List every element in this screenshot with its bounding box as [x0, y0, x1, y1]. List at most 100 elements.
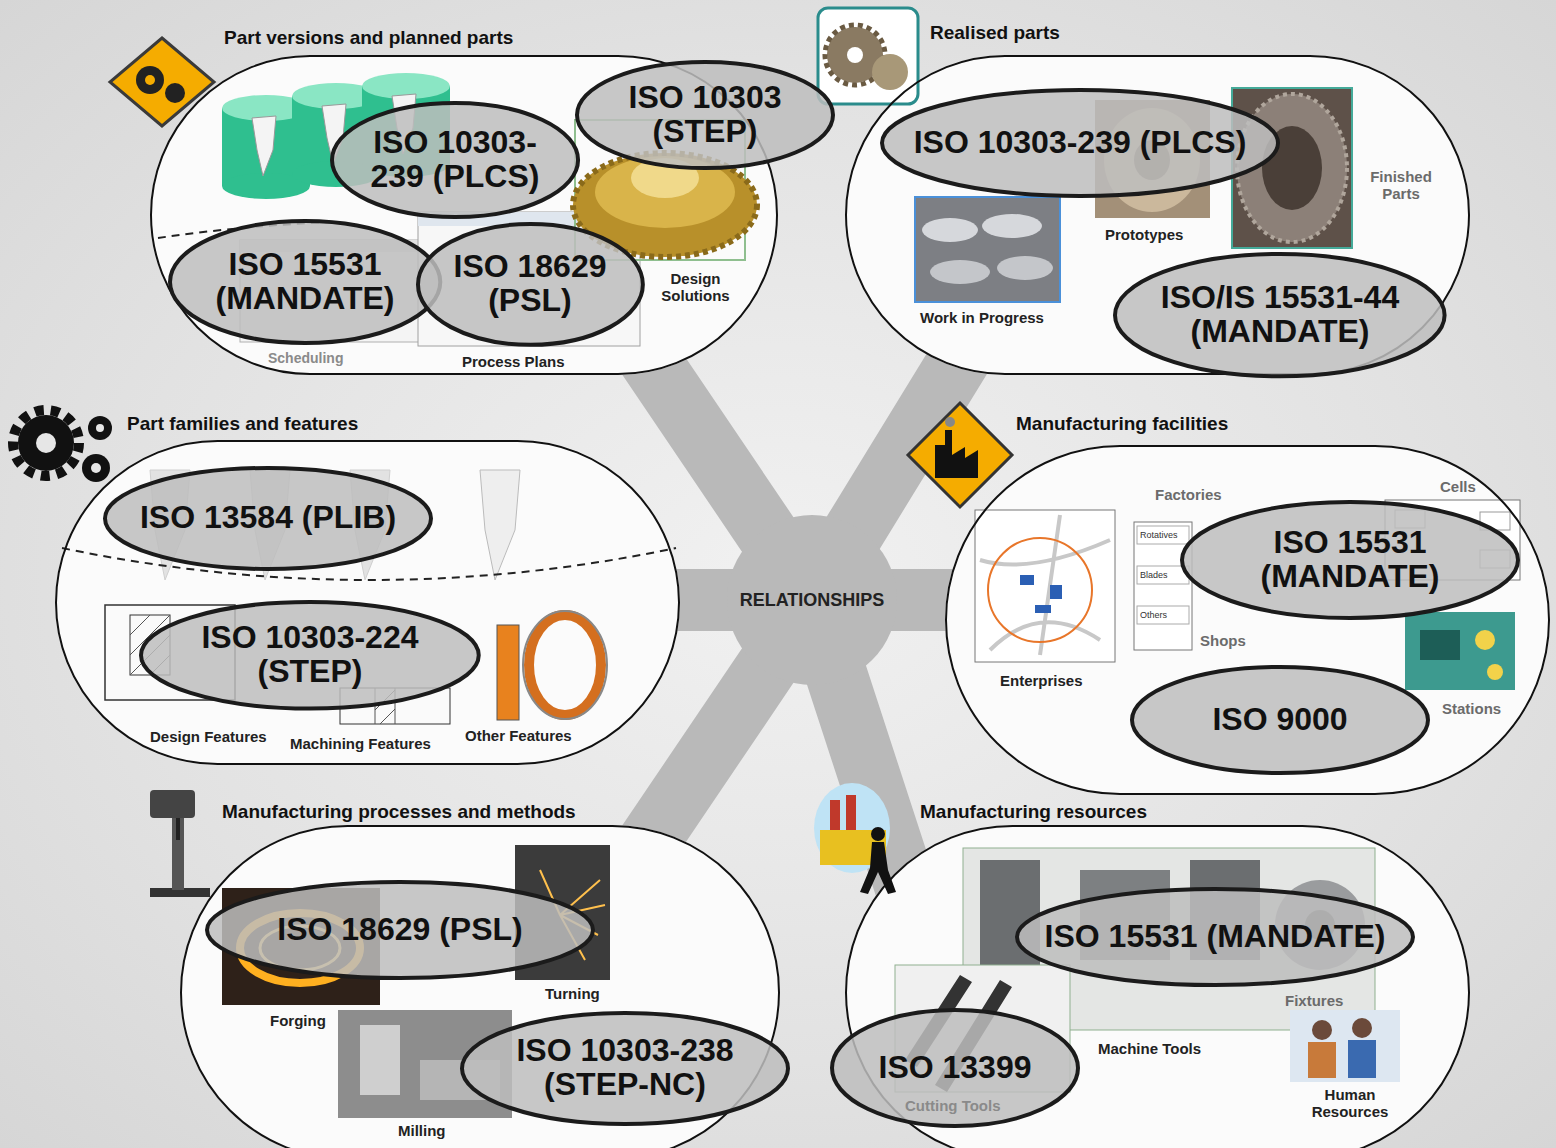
feature-section: [497, 625, 519, 720]
ring-feature: [523, 611, 607, 719]
standard-name: ISO 13399: [879, 1051, 1032, 1085]
station-picture: [1420, 630, 1460, 660]
image-caption: Other Features: [465, 727, 572, 744]
standard-ellipse-shape: [462, 1013, 788, 1124]
standard-ellipse: ISO 15531 (MANDATE): [1015, 887, 1415, 987]
standard-ellipse: ISO 18629 (PSL): [205, 880, 595, 980]
relationships-hub: RELATIONSHIPS: [727, 515, 897, 685]
factory-sub-box: [1137, 606, 1189, 624]
standard-ellipse: ISO 10303-238 (STEP-NC): [460, 1011, 790, 1126]
disc: [930, 260, 990, 284]
disc: [997, 256, 1053, 280]
black-gears-icon: [82, 454, 110, 482]
image-caption: Prototypes: [1105, 226, 1183, 243]
milling-tool: [360, 1025, 400, 1095]
black-gears-icon: [13, 410, 79, 476]
standard-name: ISO 15531 (MANDATE): [1248, 526, 1453, 593]
image-caption: Milling: [398, 1122, 446, 1139]
standard-name: ISO 10303-238 (STEP-NC): [509, 1034, 741, 1101]
image-caption: Work in Progress: [920, 309, 1044, 326]
standard-ellipse-shape: [832, 1010, 1078, 1126]
standard-name: ISO 18629 (PSL): [277, 913, 522, 947]
region-heading: Manufacturing resources: [920, 801, 1147, 823]
image-caption: Cutting Tools: [905, 1097, 1001, 1114]
map-ring: [988, 538, 1092, 642]
standard-ellipse-shape: [332, 103, 578, 217]
gear-photo-icon: [818, 8, 918, 104]
standard-ellipse: ISO 10303-224 (STEP): [139, 600, 481, 711]
standard-region: Part families and featuresISO 13584 (PLI…: [55, 440, 680, 765]
region-heading: Part versions and planned parts: [224, 27, 513, 49]
standard-ellipse-shape: [1132, 667, 1428, 773]
image-caption: Enterprises: [1000, 672, 1083, 689]
industry-icon: [860, 842, 896, 894]
standard-ellipse-shape: [1017, 889, 1413, 985]
station-picture: [1487, 664, 1503, 680]
standard-region: Realised partsISO 10303-239 (PLCS)ISO/IS…: [845, 55, 1470, 375]
image-caption: Cells: [1440, 478, 1476, 495]
person: [1308, 1042, 1336, 1078]
relationship-arm: [660, 670, 764, 825]
image-caption: Design Features: [150, 728, 267, 745]
hub-circle: [727, 515, 897, 685]
image-caption: Rotatives: [1140, 530, 1178, 540]
site-map: [975, 510, 1115, 662]
black-gears-icon: [88, 416, 112, 440]
standard-ellipse: ISO 15531 (MANDATE): [1180, 500, 1520, 620]
relationship-arm: [680, 569, 727, 631]
human-resources-photo: [1290, 1010, 1400, 1082]
image-caption: Shops: [1200, 632, 1246, 649]
standard-name: ISO 9000: [1212, 703, 1347, 737]
standard-ellipse-shape: [1182, 502, 1518, 618]
image-caption: Finished Parts: [1360, 168, 1442, 203]
standard-ellipse-shape: [141, 602, 479, 709]
region-ground: [55, 440, 680, 765]
standard-name: ISO 15531 (MANDATE): [202, 248, 407, 315]
black-gears-icon: [36, 433, 56, 453]
map-building: [1050, 585, 1062, 599]
image-caption: Machining Features: [290, 735, 431, 752]
region-ground: [945, 445, 1550, 795]
factory-box: [1134, 522, 1192, 650]
image-caption: Process Plans: [462, 353, 565, 370]
standard-ellipse-shape: [418, 224, 643, 345]
image-caption: Stations: [1442, 700, 1501, 717]
blade: [252, 116, 276, 176]
map-building: [1020, 575, 1034, 585]
work-in-progress-photo: [915, 197, 1060, 302]
factory-icon: [908, 403, 1012, 507]
image-caption: Scheduling: [268, 350, 343, 366]
standard-ellipse: ISO 15531 (MANDATE): [168, 219, 442, 345]
standard-ellipse: ISO 10303 (STEP): [575, 60, 835, 170]
factory-icon: [945, 417, 955, 427]
region-outline: [846, 826, 1469, 1148]
black-gears-icon: [91, 463, 101, 473]
standard-ellipse-shape: [1115, 254, 1445, 376]
industry-icon: [871, 827, 885, 841]
standard-ellipse-shape: [170, 221, 440, 343]
standard-ellipse: ISO 18629 (PSL): [416, 222, 645, 347]
standard-name: ISO/IS 15531-44 (MANDATE): [1154, 281, 1406, 348]
standard-ellipse: ISO/IS 15531-44 (MANDATE): [1113, 252, 1447, 378]
disc: [922, 218, 978, 242]
gears-icon: [145, 75, 155, 85]
gears-icon: [165, 83, 185, 103]
industry-icon: [830, 800, 840, 830]
map-road: [980, 515, 1110, 655]
standard-ellipse-shape: [207, 882, 593, 978]
region-heading: Realised parts: [930, 22, 1060, 44]
region-heading: Part families and features: [127, 413, 358, 435]
image-caption: Human Resources: [1305, 1086, 1395, 1121]
standard-ellipse-shape: [882, 90, 1278, 196]
region-ground: [845, 825, 1470, 1148]
map-building: [1035, 605, 1051, 613]
drill-press-icon: [150, 790, 195, 818]
image-caption: Machine Tools: [1098, 1040, 1201, 1057]
standard-ellipse: ISO 10303- 239 (PLCS): [330, 101, 580, 219]
standard-ellipse: ISO 13584 (PLIB): [103, 466, 433, 571]
region-heading: Manufacturing processes and methods: [222, 801, 576, 823]
standard-region: Manufacturing processes and methodsISO 1…: [180, 825, 780, 1148]
factory-sub-box: [1137, 526, 1189, 544]
